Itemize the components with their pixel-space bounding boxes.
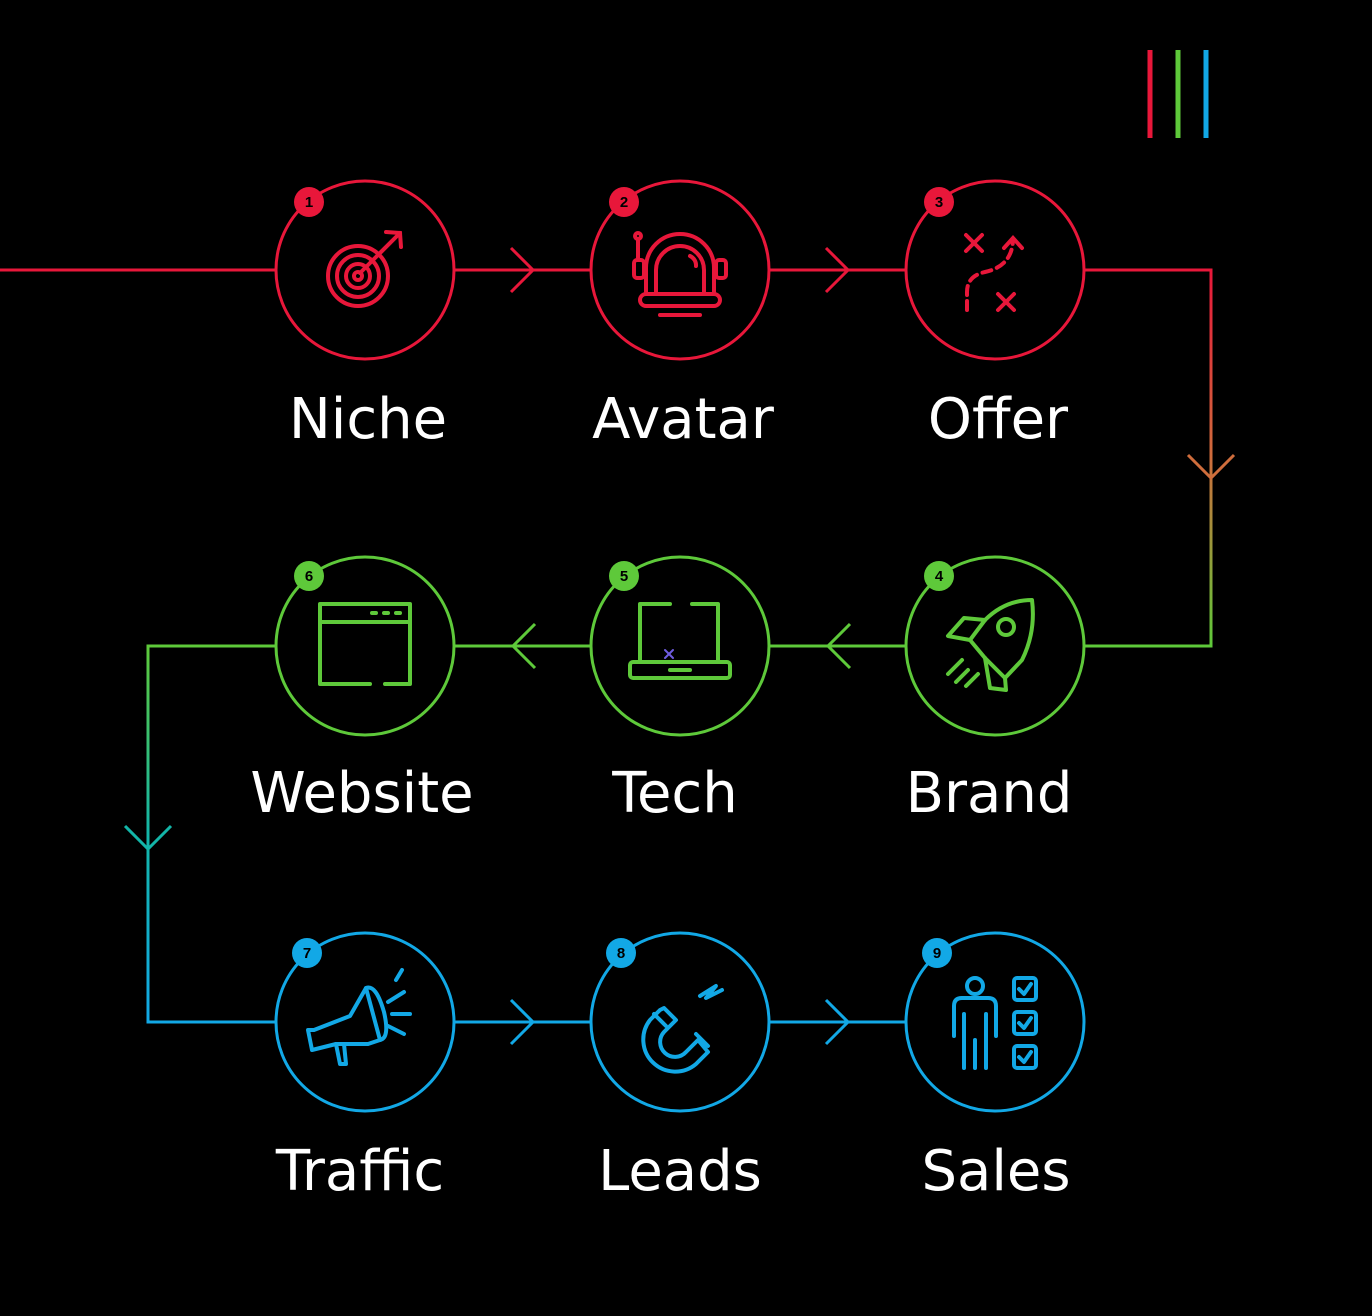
step-7-number: 7 bbox=[303, 945, 311, 962]
step-6-label: Website bbox=[250, 761, 474, 826]
step-2-number: 2 bbox=[620, 194, 628, 211]
step-2-node: 2 bbox=[589, 179, 771, 361]
step-9-label: Sales bbox=[921, 1139, 1071, 1204]
person-checklist-icon bbox=[952, 976, 1038, 1070]
step-1-number: 1 bbox=[305, 194, 313, 211]
connectors-row-2 bbox=[454, 622, 905, 670]
target-arrow-icon bbox=[326, 230, 403, 308]
step-5-label: Tech bbox=[612, 761, 738, 826]
rocket-icon bbox=[946, 598, 1035, 692]
step-6-number: 6 bbox=[305, 568, 313, 585]
step-1-label: Niche bbox=[288, 387, 448, 452]
laptop-icon bbox=[628, 602, 732, 680]
step-8-node: 8 bbox=[589, 931, 771, 1113]
step-5-number: 5 bbox=[620, 568, 628, 585]
arrow-down-left bbox=[123, 824, 173, 852]
connector-left bbox=[146, 644, 276, 1024]
step-3-label: Offer bbox=[927, 387, 1069, 452]
magnet-icon bbox=[641, 984, 724, 1074]
step-3-node: 3 bbox=[904, 179, 1086, 361]
step-2-label: Avatar bbox=[592, 387, 774, 452]
step-6-node: 6 bbox=[274, 555, 456, 737]
step-9-node: 9 bbox=[904, 931, 1086, 1113]
step-4-number: 4 bbox=[935, 568, 944, 585]
step-1-node: 1 bbox=[274, 179, 456, 361]
astronaut-helmet-icon bbox=[632, 231, 728, 317]
step-4-label: Brand bbox=[905, 761, 1073, 826]
step-3-number: 3 bbox=[935, 194, 943, 211]
browser-window-icon bbox=[318, 602, 412, 686]
connectors-row-3 bbox=[454, 998, 905, 1046]
step-9-number: 9 bbox=[933, 945, 941, 962]
step-4-node: 4 bbox=[904, 555, 1086, 737]
arrow-down-right bbox=[1186, 453, 1236, 481]
step-8-number: 8 bbox=[617, 945, 625, 962]
step-5-node: 5 bbox=[589, 555, 771, 737]
step-7-node: 7 bbox=[274, 931, 456, 1113]
strategy-play-icon bbox=[964, 233, 1024, 312]
connector-right bbox=[1084, 268, 1213, 648]
step-8-label: Leads bbox=[598, 1139, 762, 1204]
megaphone-icon bbox=[306, 968, 412, 1066]
three-bars-logo-icon bbox=[1147, 50, 1209, 138]
step-7-label: Traffic bbox=[275, 1139, 445, 1204]
connectors-row-1 bbox=[0, 246, 905, 294]
